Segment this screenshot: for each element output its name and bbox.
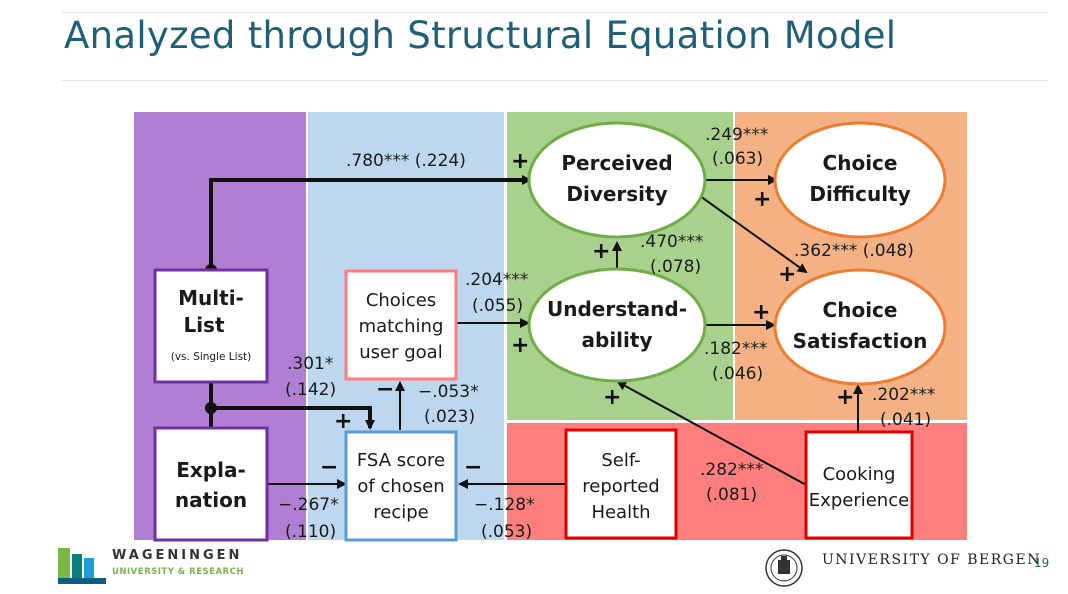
svg-text:Choice: Choice <box>823 151 898 175</box>
junction-dot-mid <box>205 402 217 414</box>
svg-text:nation: nation <box>175 488 247 512</box>
sign-ml-pd: + <box>511 149 529 174</box>
uib-seal-icon <box>765 549 803 587</box>
svg-text:user goal: user goal <box>359 342 442 363</box>
svg-text:matching: matching <box>359 316 444 337</box>
node-fsa-score: FSA score of chosen recipe <box>344 430 458 542</box>
coef-ce-und: .282*** <box>700 460 763 480</box>
sign-und-cs: + <box>752 300 770 325</box>
se-ml-fsa: (.142) <box>285 380 336 400</box>
arrow-ml-pd <box>209 175 532 270</box>
node-explanation: Expla- nation <box>153 426 269 542</box>
svg-text:Satisfaction: Satisfaction <box>793 329 928 353</box>
wur-subtitle: UNIVERSITY & RESEARCH <box>112 567 244 577</box>
svg-text:ability: ability <box>582 328 653 352</box>
sign-cm-und: + <box>511 333 529 358</box>
se-und-cs: (.046) <box>712 364 763 384</box>
wur-logo-icon <box>58 548 106 584</box>
svg-text:Experience: Experience <box>809 490 909 511</box>
node-multi-list: Multi- List (vs. Single List) <box>153 268 269 384</box>
svg-text:List: List <box>183 313 225 337</box>
node-cooking-experience: Cooking Experience <box>804 430 914 540</box>
top-rule <box>62 12 1048 13</box>
coef-ce-cs: .202*** <box>872 385 935 405</box>
se-pd-cd: (.063) <box>712 149 763 169</box>
sign-fsa-cm: − <box>376 377 394 402</box>
slide-title: Analyzed through Structural Equation Mod… <box>64 14 897 57</box>
sign-ce-cs: + <box>836 385 854 410</box>
node-perceived-diversity: Perceived Diversity <box>527 121 707 239</box>
wur-name: WAGENINGEN <box>112 548 243 563</box>
se-fsa-cm: (.023) <box>424 407 475 427</box>
coef-pd-cd: .249*** <box>705 125 768 145</box>
node-choice-difficulty: Choice Difficulty <box>773 121 947 239</box>
sign-pd-cd: + <box>753 187 771 212</box>
arrow-ml-fsa <box>211 406 375 430</box>
title-underline <box>62 80 1048 81</box>
node-choice-satisfaction: Choice Satisfaction <box>773 268 947 386</box>
arrow-pd-cs <box>699 195 808 274</box>
svg-text:recipe: recipe <box>373 502 428 523</box>
se-sh-fsa: (.053) <box>481 522 532 542</box>
se-ce-cs: (.041) <box>880 410 931 430</box>
coef-sh-fsa: −.128* <box>474 495 535 515</box>
svg-text:Cooking: Cooking <box>823 464 896 485</box>
coef-ml-fsa: .301* <box>287 354 333 374</box>
svg-text:of chosen: of chosen <box>357 476 444 497</box>
coef-und-cs: .182*** <box>704 339 767 359</box>
svg-text:(vs. Single List): (vs. Single List) <box>171 351 252 363</box>
se-ce-und: (.081) <box>706 485 757 505</box>
svg-text:Choices: Choices <box>366 290 436 311</box>
sign-ml-fsa: + <box>334 409 352 434</box>
coef-ml-pd: .780*** (.224) <box>346 151 466 171</box>
coef-exp-fsa: −.267* <box>278 495 339 515</box>
se-exp-fsa: (.110) <box>285 522 336 542</box>
sign-pd-cs: + <box>778 262 796 287</box>
page-number: 19 <box>1034 556 1050 570</box>
svg-text:Understand-: Understand- <box>547 297 687 321</box>
node-choices-matching: Choices matching user goal <box>344 269 458 381</box>
svg-text:Expla-: Expla- <box>176 458 246 482</box>
coef-pd-cs: .362*** (.048) <box>794 241 914 261</box>
sign-und-pd: + <box>592 239 610 264</box>
sign-ce-und: + <box>603 385 621 410</box>
svg-text:Diversity: Diversity <box>566 182 667 206</box>
se-und-pd: (.078) <box>650 257 701 277</box>
se-cm-und: (.055) <box>472 296 523 316</box>
coef-cm-und: .204*** <box>465 270 528 290</box>
coef-fsa-cm: −.053* <box>418 382 479 402</box>
svg-text:Difficulty: Difficulty <box>809 182 910 206</box>
svg-text:FSA score: FSA score <box>357 450 445 471</box>
sign-sh-fsa: − <box>464 455 482 480</box>
svg-text:Self-: Self- <box>601 450 640 471</box>
svg-text:Choice: Choice <box>823 298 898 322</box>
svg-text:Perceived: Perceived <box>561 151 672 175</box>
arrow-ce-und <box>616 381 809 487</box>
node-understandability: Understand- ability <box>527 267 707 383</box>
svg-text:Health: Health <box>591 502 650 523</box>
uib-name: UNIVERSITY OF BERGEN <box>822 552 1041 568</box>
coef-und-pd: .470*** <box>640 232 703 252</box>
svg-text:reported: reported <box>582 476 659 497</box>
sign-exp-fsa: − <box>320 455 338 480</box>
node-self-reported-health: Self- reported Health <box>564 428 678 540</box>
svg-text:Multi-: Multi- <box>178 286 244 310</box>
